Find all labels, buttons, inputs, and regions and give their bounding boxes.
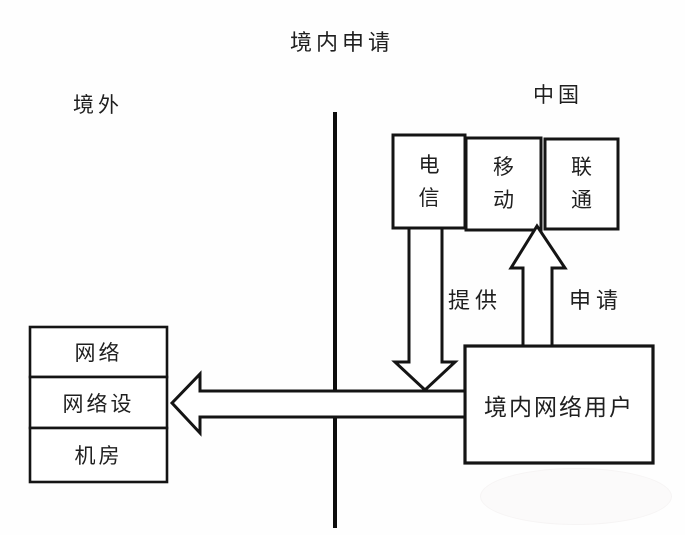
mobile-box bbox=[464, 136, 543, 232]
user-box-label: 境内网络用户 bbox=[484, 394, 634, 420]
apply-arrow bbox=[508, 223, 568, 348]
unicom-label: 联通 bbox=[571, 155, 592, 212]
arrow-label-provide: 提供 bbox=[447, 288, 502, 313]
resource-box-equipment bbox=[28, 375, 169, 430]
resource-row-equipment: 网络设 bbox=[30, 377, 167, 428]
resource-label-server-room: 机房 bbox=[74, 444, 123, 468]
mobile-box-label-area: 移动 bbox=[466, 138, 541, 230]
unicom-box-label-area: 联通 bbox=[545, 139, 618, 229]
resource-label-equipment: 网络设 bbox=[62, 391, 135, 416]
user-box-label-area: 境内网络用户 bbox=[465, 346, 653, 463]
provide-arrow bbox=[391, 226, 459, 393]
unicom-box bbox=[543, 137, 620, 231]
resource-row-server-room: 机房 bbox=[30, 428, 167, 482]
region-label-china: 中国 bbox=[533, 83, 583, 107]
diagram-title: 境内申请 bbox=[289, 30, 394, 55]
telecom-label: 电信 bbox=[418, 152, 440, 210]
resource-box-server-room bbox=[28, 426, 169, 484]
arrow-label-apply: 申请 bbox=[568, 288, 623, 313]
resource-label-network: 网络 bbox=[74, 341, 123, 365]
resource-row-network: 网络 bbox=[30, 327, 167, 377]
mobile-label: 移动 bbox=[493, 155, 514, 212]
telecom-box-label-area: 电信 bbox=[393, 135, 465, 228]
access-arrow bbox=[169, 370, 467, 437]
faint-watermark bbox=[480, 468, 672, 525]
region-label-overseas: 境外 bbox=[73, 93, 123, 117]
